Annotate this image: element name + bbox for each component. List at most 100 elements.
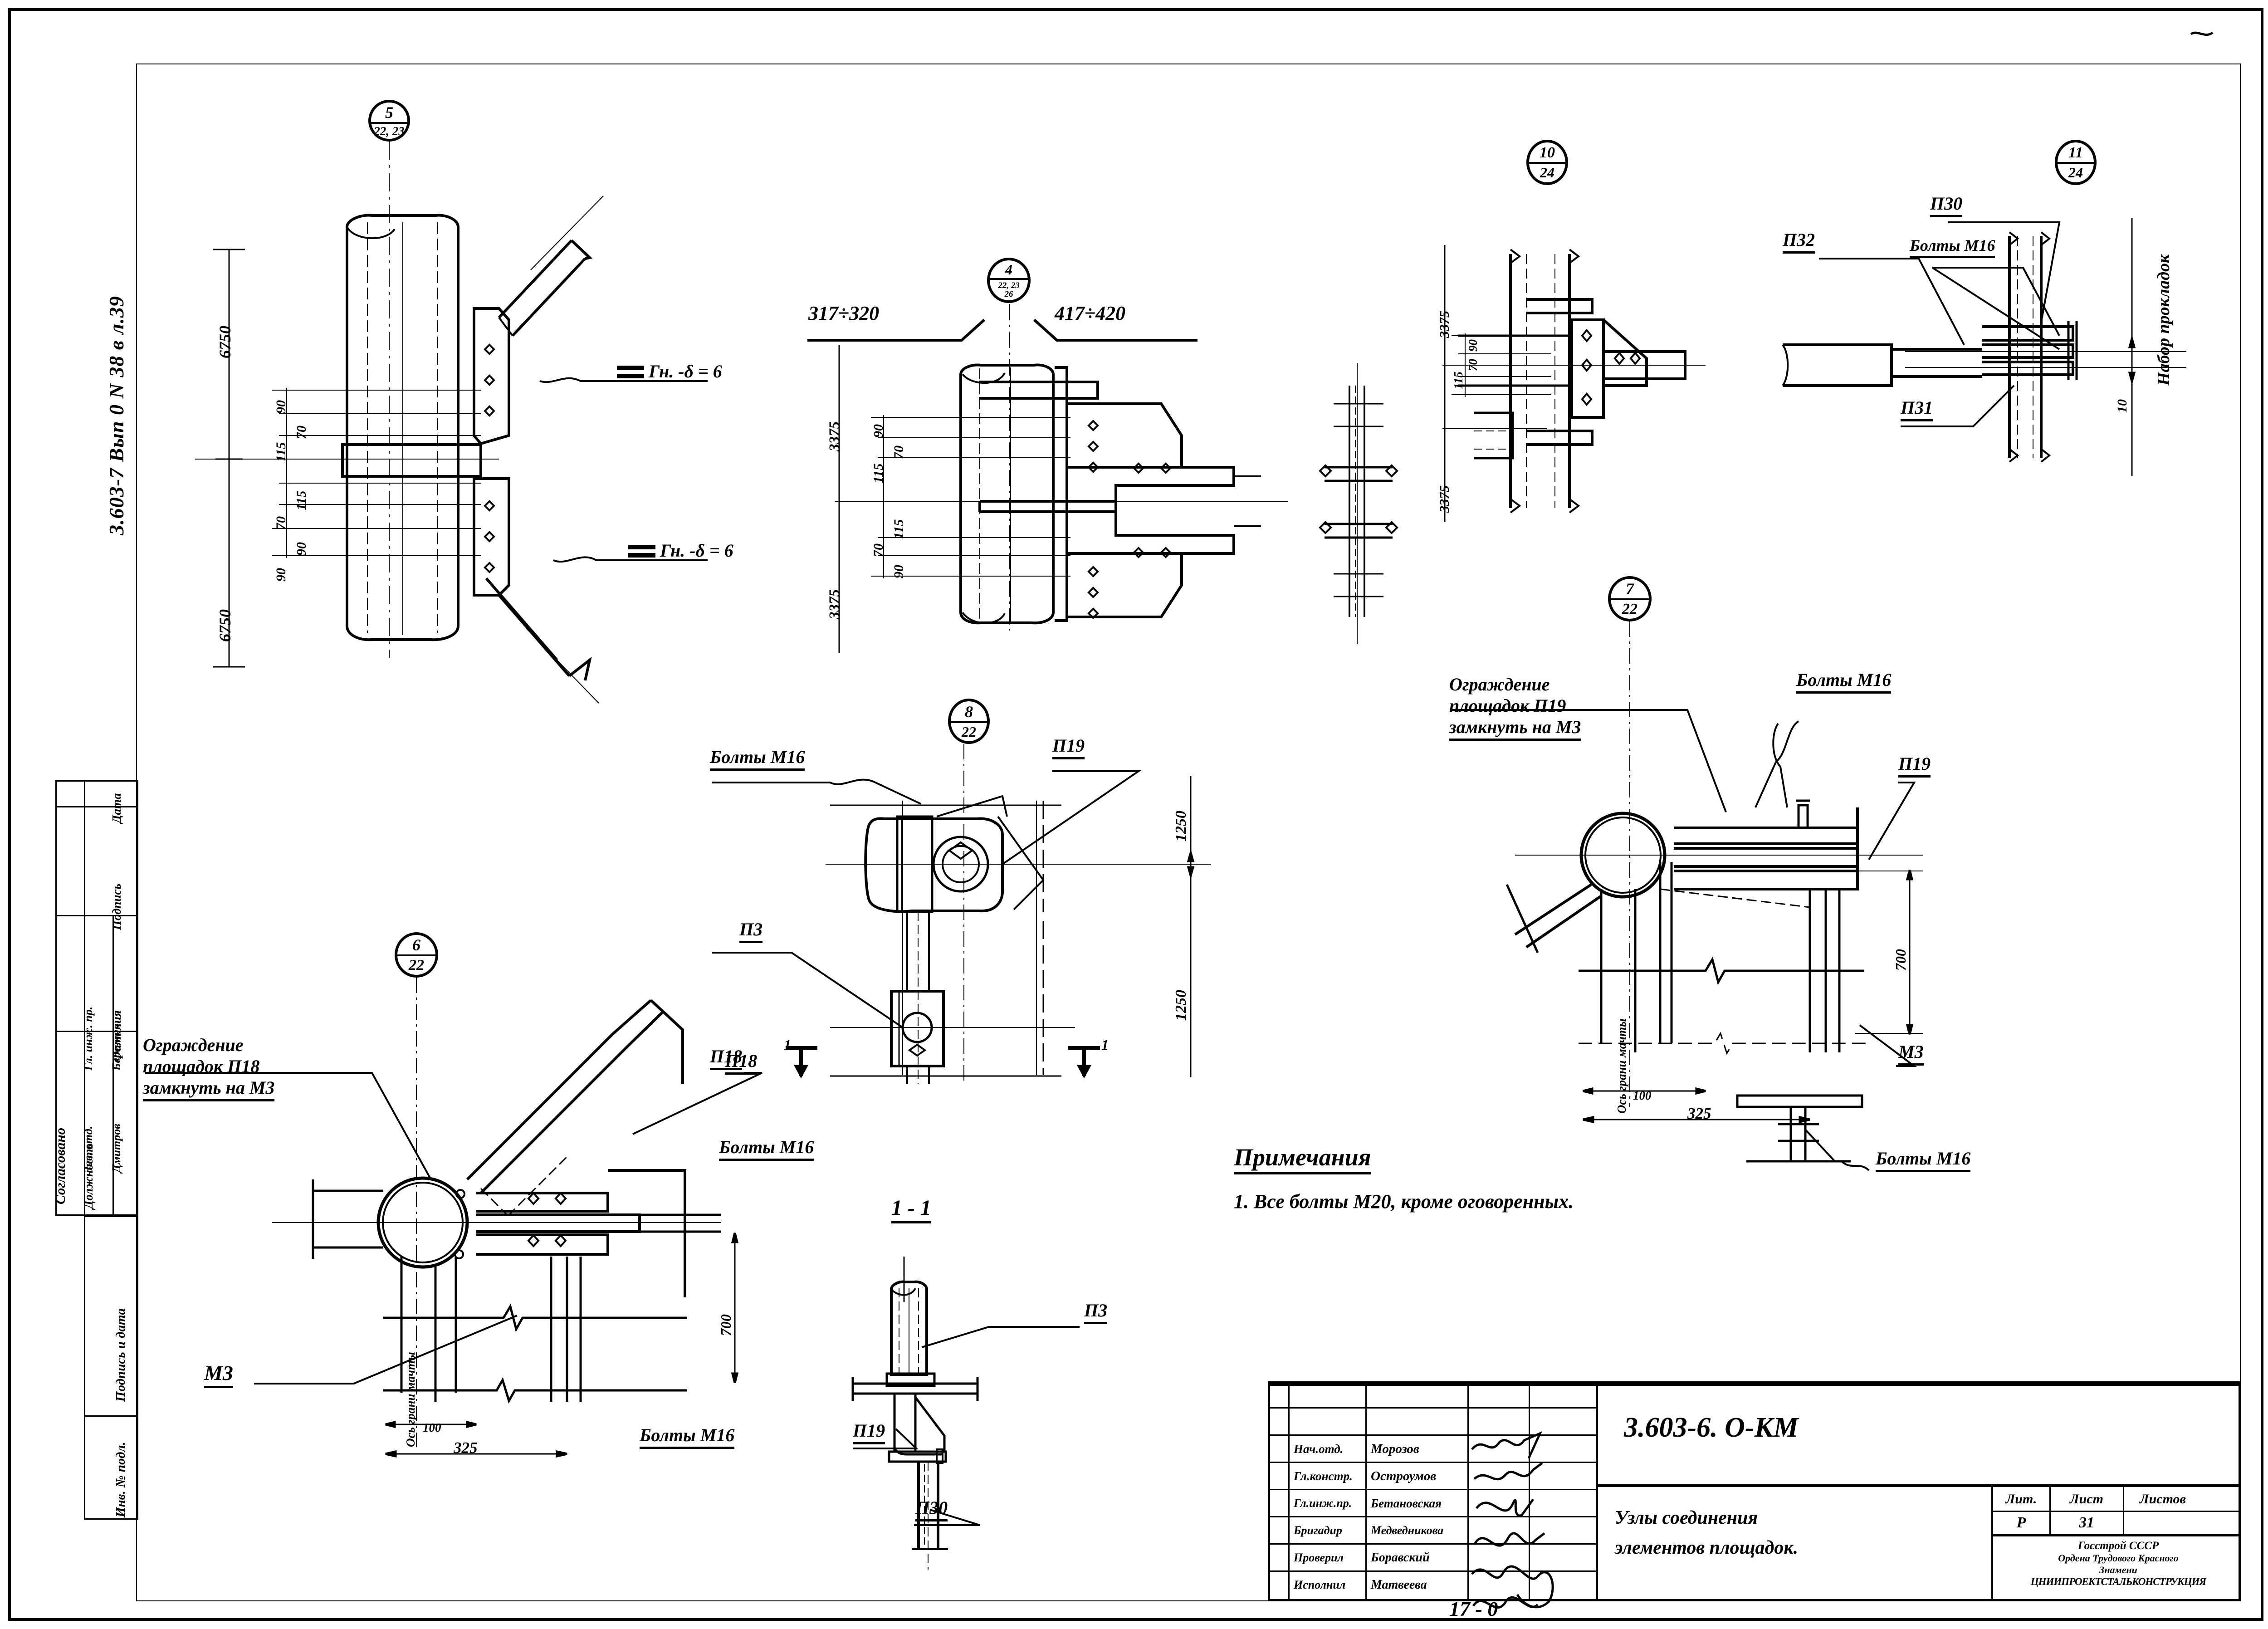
section-1-1: 1 - 1 xyxy=(798,1184,1252,1583)
detail-7-label-bolts-bottom: Болты М16 xyxy=(1876,1148,1971,1172)
detail-8-section-mark-right: 1 xyxy=(1101,1037,1109,1053)
detail-6-label-m3: М3 xyxy=(204,1361,233,1388)
tb-name-5: Матвеева xyxy=(1371,1578,1427,1592)
tb-name-4: Боравский xyxy=(1371,1551,1430,1565)
detail-10-dim-3375-top: 3375 xyxy=(1437,311,1452,338)
meta-value-sheet: 31 xyxy=(2079,1514,2094,1531)
detail-4-chain-0: 90 xyxy=(871,424,886,438)
detail-6-note: Ограждение площадок П18 замкнуть на М3 xyxy=(143,1034,460,1101)
detail-8-number: 8 xyxy=(965,703,973,721)
section-1-1-label-p30: П30 xyxy=(915,1497,948,1521)
detail-10-chain-90: 90 xyxy=(1466,339,1480,352)
detail-8-sheets: 22 xyxy=(962,724,976,740)
detail-7-dim-325: 325 xyxy=(1687,1105,1711,1122)
detail-10-chain-115: 115 xyxy=(1452,371,1465,389)
meta-header-sheet: Лист xyxy=(2070,1492,2103,1507)
detail-8-label-p18: П18 xyxy=(710,1046,743,1070)
detail-4-span-right: 417÷420 xyxy=(1055,302,1126,324)
detail-6-label-bolts-m16-bottom: Болты М16 xyxy=(640,1424,735,1449)
tb-name-1: Остроумов xyxy=(1371,1468,1437,1483)
detail-5-chain-6: 90 xyxy=(274,568,288,582)
detail-5-chain-0: 90 xyxy=(274,400,288,414)
stamp-row-1-position: Гл. инж. пр. xyxy=(82,1006,95,1071)
detail-11-label-p30: П30 xyxy=(1930,193,1963,217)
detail-5-number: 5 xyxy=(385,103,393,122)
detail-11-label-bolts-m16: Болты М16 xyxy=(1910,236,1995,258)
detail-8-label-p19: П19 xyxy=(1052,735,1085,759)
detail-4-sheets-mid: 22, 23 xyxy=(998,281,1020,290)
detail-7: 7 22 xyxy=(1388,572,2068,1172)
detail-6-label-p18: П18 xyxy=(725,1050,758,1075)
tb-name-0: Морозов xyxy=(1371,1441,1419,1456)
detail-5-callout-weld-lower: Гн. -δ = 6 xyxy=(660,540,733,561)
drawing-code: 3.603-6. О-КМ xyxy=(1624,1412,1799,1443)
detail-5-bubble: 5 22, 23 xyxy=(368,100,410,142)
section-1-1-label-p3: П3 xyxy=(1084,1300,1108,1324)
detail-4-chain-5: 90 xyxy=(891,565,906,578)
detail-11-sheets: 24 xyxy=(2068,164,2083,181)
detail-8-dim-1250-top: 1250 xyxy=(1173,811,1189,841)
detail-6-axis-label: Ось грани мачты xyxy=(404,1352,417,1447)
tb-name-2: Бетановская xyxy=(1371,1496,1442,1510)
tb-role-4: Проверил xyxy=(1294,1551,1344,1564)
detail-6-bubble: 6 22 xyxy=(395,932,438,978)
detail-8-bubble: 8 22 xyxy=(948,699,990,744)
tb-role-5: Исполнил xyxy=(1294,1578,1346,1591)
detail-5-sheets: 22, 23 xyxy=(374,124,405,138)
detail-5-dim-6750-bottom: 6750 xyxy=(216,609,234,642)
stamp-heading: Согласовано xyxy=(52,1127,68,1204)
detail-7-sheets: 22 xyxy=(1622,601,1637,617)
title-block: Нач.отд. Морозов Гл.констр. Остроумов Гл… xyxy=(1268,1381,2241,1609)
detail-11-bubble: 11 24 xyxy=(2055,140,2097,185)
detail-5-chain-1: 70 xyxy=(294,426,309,439)
stamp-row-0-position: Зав. отд. xyxy=(82,1125,95,1173)
detail-11-number: 11 xyxy=(2068,144,2083,161)
detail-7-note: Ограждение площадок П19 замкнуть на М3 xyxy=(1449,674,1767,741)
sheet-inner-frame xyxy=(136,64,2241,1601)
organization-block: Госстрой СССР Ордена Трудового Красного … xyxy=(2030,1540,2207,1587)
detail-8-label-bolts-m16: Болты М16 xyxy=(710,746,805,771)
detail-7-label-p19: П19 xyxy=(1898,753,1931,778)
detail-5-chain-2: 115 xyxy=(274,442,288,462)
detail-10-sheets: 24 xyxy=(1540,164,1554,181)
detail-11-dim-10: 10 xyxy=(2115,399,2130,413)
detail-8-section-mark-left: 1 xyxy=(784,1037,791,1053)
detail-5-dim-6750-top: 6750 xyxy=(216,326,234,358)
detail-4-dim-3375-top: 3375 xyxy=(826,421,843,451)
tb-role-2: Гл.инж.пр. xyxy=(1294,1497,1352,1510)
detail-10-number: 10 xyxy=(1540,144,1555,161)
drawing-title: Узлы соединения элементов площадок. xyxy=(1615,1507,1799,1558)
meta-header-lit: Лит. xyxy=(2005,1492,2037,1507)
detail-5-callout-weld-upper: Гн. -δ = 6 xyxy=(649,361,722,382)
detail-10-bubble: 10 24 xyxy=(1526,140,1568,185)
detail-6-label-bolts-m16-top: Болты М16 xyxy=(719,1136,814,1161)
detail-6-dim-100: 100 xyxy=(423,1421,441,1434)
notes-item-1: 1. Все болты М20, кроме оговоренных. xyxy=(1234,1190,1574,1213)
detail-4-chain-1: 70 xyxy=(891,445,906,459)
detail-8: 8 22 xyxy=(685,685,1320,1093)
detail-6-number: 6 xyxy=(412,936,420,954)
notes-heading: Примечания xyxy=(1234,1143,1371,1174)
tb-role-1: Гл.констр. xyxy=(1294,1469,1353,1483)
section-1-1-title: 1 - 1 xyxy=(891,1195,931,1223)
detail-6: 6 22 xyxy=(118,889,814,1458)
detail-7-number: 7 xyxy=(1626,580,1634,598)
detail-4-span-left: 317÷320 xyxy=(808,302,880,324)
detail-7-label-bolts-top: Болты М16 xyxy=(1796,669,1892,694)
corner-mark-icon xyxy=(2190,31,2214,36)
meta-value-lit: Р xyxy=(2016,1514,2026,1531)
detail-5-chain-3: 115 xyxy=(294,490,309,510)
detail-5-chain-5: 90 xyxy=(294,542,309,556)
detail-10-dim-3375-bottom: 3375 xyxy=(1437,485,1452,513)
detail-7-label-m3: М3 xyxy=(1898,1041,1924,1066)
bottom-handwritten-mark: 17 - 0 xyxy=(1449,1597,1498,1620)
sheet-outer-frame xyxy=(8,8,2263,1621)
detail-4-chain-2: 115 xyxy=(871,463,886,483)
detail-8-dim-1250-bottom: 1250 xyxy=(1173,990,1189,1021)
tb-name-3: Медведникова xyxy=(1371,1524,1444,1537)
detail-7-dim-100: 100 xyxy=(1633,1089,1652,1102)
detail-4-bubble: 4 22, 23 26 xyxy=(987,258,1031,303)
detail-7-axis-label: Ось грани мачты xyxy=(1615,1018,1628,1114)
detail-10: 10 24 xyxy=(1433,132,1887,540)
